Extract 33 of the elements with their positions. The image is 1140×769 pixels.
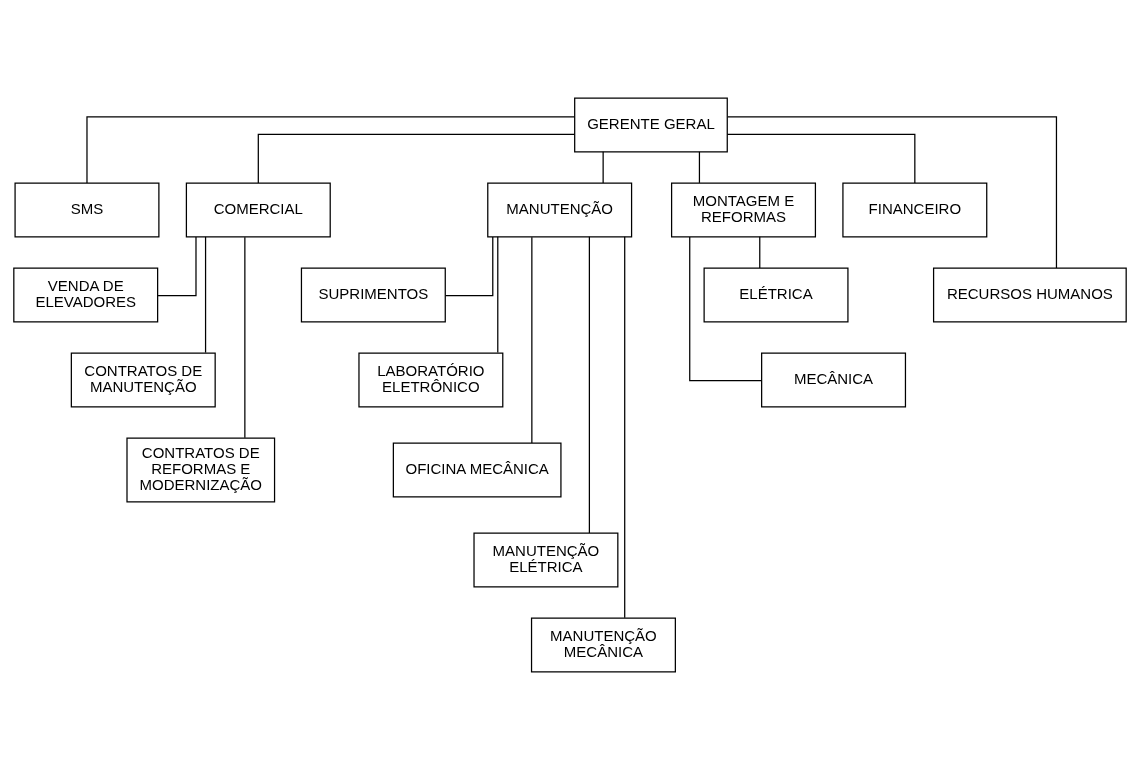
node-box: CONTRATOS DE MANUTENÇÃO [70, 352, 216, 407]
connector [759, 235, 761, 269]
connector [602, 150, 604, 184]
node-box: VENDA DE ELEVADORES [13, 266, 159, 322]
connector [531, 236, 533, 444]
connector [726, 133, 916, 184]
node-box: FINANCEIRO [842, 181, 988, 237]
connector [244, 236, 246, 438]
node-box: MANUTENÇÃO [487, 181, 633, 237]
connector [157, 235, 197, 296]
connector [204, 235, 207, 353]
node-box: COMERCIAL [185, 181, 331, 237]
connector [588, 235, 590, 534]
node-box: MANUTENÇÃO MECÂNICA [530, 617, 676, 673]
node-box: MANUTENÇÃO ELÉTRICA [473, 532, 619, 588]
connector [497, 235, 499, 353]
node-box: MONTAGEM E REFORMAS [671, 181, 817, 237]
node-box: LABORATÓRIO ELETRÔNICO [358, 352, 504, 407]
connector [727, 115, 1058, 269]
connector [86, 115, 575, 184]
node-box: RECURSOS HUMANOS [932, 266, 1127, 322]
node-box: CONTRATOS DE REFORMAS E MODERNIZAÇÃO [126, 437, 276, 503]
node-box: SUPRIMENTOS [300, 266, 446, 322]
node-box: ELÉTRICA [703, 266, 849, 322]
connector [444, 235, 494, 296]
connector [689, 235, 763, 381]
connector [624, 235, 626, 618]
connector [257, 133, 575, 184]
node-box: OFICINA MECÂNICA [392, 442, 562, 498]
node-box: MECÂNICA [761, 352, 907, 407]
node-box: GERENTE GERAL [574, 96, 728, 152]
node-box: SMS [14, 181, 160, 237]
connector [698, 150, 701, 184]
